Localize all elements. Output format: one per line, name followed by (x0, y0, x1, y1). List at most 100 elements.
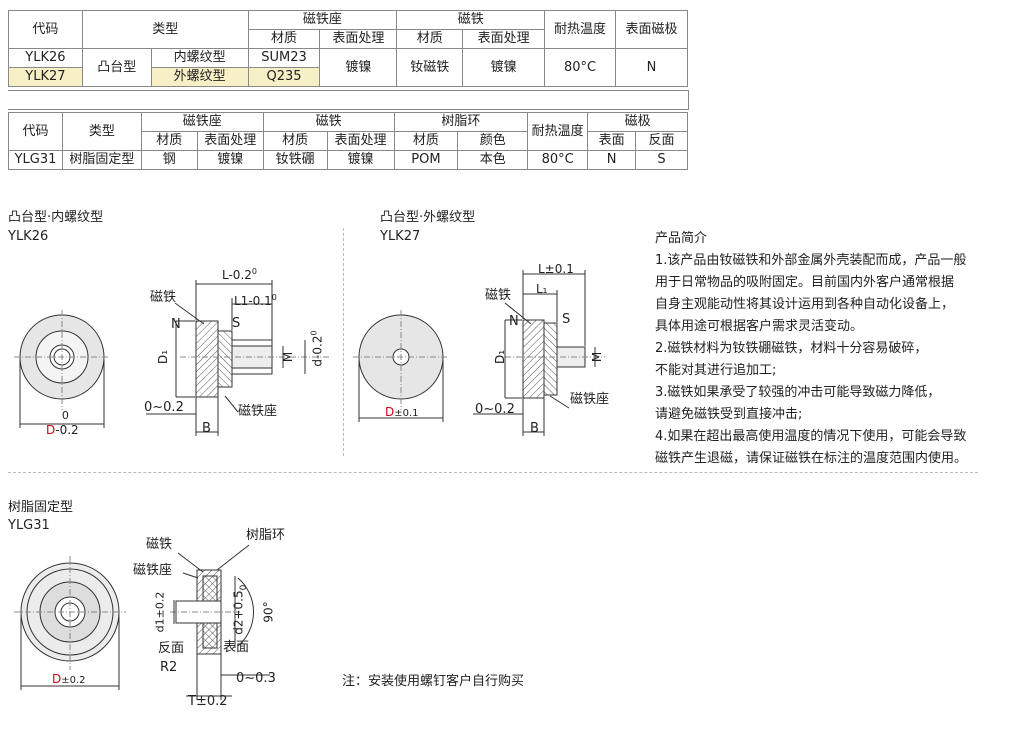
intro-line: 请避免磁铁受到直接冲击; (655, 407, 803, 422)
fig3-side-view (170, 544, 270, 700)
header-seat-material-2: 材质 (140, 131, 198, 151)
spec-table-magnet-seat: 代码 类型 磁铁座 磁铁 耐热温度 表面磁极 材质 表面处理 材质 表面处理 Y… (8, 10, 688, 87)
fig1-side-view (146, 280, 330, 436)
intro-heading: 产品简介 (655, 231, 708, 246)
intro-line: 不能对其进行追加工; (655, 363, 777, 378)
fig3-drawing (14, 544, 270, 700)
cell-temp-2: 80°C (527, 150, 589, 170)
cell-seat-surface-3: 镀镍 (196, 150, 264, 170)
header-magnet-surface-2: 表面处理 (326, 131, 395, 151)
cell-code-ylk26: YLK26 (8, 48, 83, 68)
header-temp: 耐热温度 (544, 10, 617, 49)
fig2-diameter-label: D±0.1 (385, 405, 419, 421)
fig3-title: 树脂固定型 (8, 500, 74, 515)
fig1-d-label: d-0.20 (308, 330, 325, 366)
fig3-back-label: 反面 (158, 641, 185, 656)
cell-sub-internal: 内螺纹型 (150, 48, 249, 68)
header-magnet-surface: 表面处理 (462, 29, 546, 49)
header-code: 代码 (8, 10, 83, 49)
fig3-magnet-label: 磁铁 (146, 537, 173, 552)
fig1-front-view (14, 310, 110, 428)
fig3-d1-label: d1±0.2 (153, 591, 167, 633)
fig1-seat-label: 磁铁座 (238, 404, 278, 419)
cell-type-2: 树脂固定型 (61, 150, 142, 170)
header-back: 反面 (635, 131, 688, 151)
cell-ring-color: 本色 (457, 150, 529, 170)
cell-front: N (587, 150, 637, 170)
fig2-b-label: B (530, 421, 539, 436)
fig1-diameter-label: 0 D-0.2 (46, 409, 79, 437)
header-ring: 树脂环 (393, 112, 529, 132)
fig1-l-text: L-0.2 (222, 268, 252, 282)
fig2-title: 凸台型·外螺纹型 (380, 210, 476, 225)
fig3-seat-label: 磁铁座 (133, 563, 173, 578)
header-type: 类型 (81, 10, 249, 49)
intro-line: 磁铁产生退磁，请保证磁铁在标注的温度范围内使用。 (655, 451, 968, 466)
cell-magnet-surface-3: 镀镍 (326, 150, 395, 170)
cell-pole: N (615, 48, 688, 87)
fig1-d1-label: D₁ (156, 349, 171, 365)
fig1-b-label: B (202, 421, 211, 436)
header-ring-color: 颜色 (457, 131, 529, 151)
fig2-l1-label: L₁ (536, 282, 548, 296)
fig2-code: YLK27 (380, 229, 421, 244)
fig2-gap-label: 0~0.2 (475, 402, 515, 417)
fig1-title: 凸台型·内螺纹型 (8, 210, 104, 225)
fig3-t-label: T±0.2 (188, 694, 228, 709)
fig1-diameter-sup: 0 (61, 409, 69, 422)
cell-code-ylg31: YLG31 (8, 150, 63, 170)
fig2-magnet-label: 磁铁 (485, 288, 512, 303)
fig1-diameter-tol: -0.2 (55, 423, 79, 437)
header-temp-2: 耐热温度 (527, 112, 589, 151)
fig3-d2-sub: 0 (238, 584, 249, 591)
cell-magnet-material-3: 钕铁硼 (262, 150, 328, 170)
fig1-magnet-label: 磁铁 (150, 290, 177, 305)
fig2-s-label: S (562, 312, 571, 327)
intro-line: 3.磁铁如果承受了较强的冲击可能导致磁力降低， (655, 385, 941, 400)
fig2-l-label: L±0.1 (538, 262, 574, 276)
fig3-gap-label: 0~0.3 (236, 671, 276, 686)
figure-divider-vertical (343, 228, 344, 456)
cell-seat-material-2: Q235 (247, 67, 321, 87)
header-pole-2: 磁极 (587, 112, 688, 132)
fig2-drawing (353, 270, 605, 436)
fig3-front-view (14, 556, 126, 690)
header-pole: 表面磁极 (615, 10, 688, 49)
fig3-d2-label: d2+0.50 (231, 585, 250, 635)
fig1-n-label: N (171, 317, 181, 332)
fig1-m-label: M (281, 351, 296, 363)
fig2-diameter-tol: ±0.1 (394, 408, 419, 419)
product-intro: 产品简介 1.该产品由钕磁铁和外部金属外壳装配而成，产品一般 用于日常物品的吸附… (655, 228, 1005, 470)
intro-line: 1.该产品由钕磁铁和外部金属外壳装配而成，产品一般 (655, 253, 967, 268)
fig1-l-label: L-0.20 (222, 265, 257, 282)
fig1-l1-label: L1-0.10 (234, 291, 277, 308)
fig2-diameter-d: D (385, 405, 395, 419)
header-magnet-material: 材质 (396, 29, 464, 49)
header-seat: 磁铁座 (247, 10, 398, 30)
fig2-front-view (353, 310, 449, 422)
header-seat-surface-2: 表面处理 (196, 131, 264, 151)
cell-magnet-material: 钕磁铁 (396, 48, 464, 87)
fig3-front-label: 表面 (223, 640, 250, 655)
cell-magnet-surface: 镀镍 (462, 48, 546, 87)
cell-sub-external: 外螺纹型 (150, 67, 249, 87)
header-ring-material: 材质 (393, 131, 459, 151)
header-type-2: 类型 (61, 112, 142, 151)
fig2-m-label: M (590, 351, 605, 363)
cell-type: 凸台型 (81, 48, 152, 87)
fig1-diameter-d: D (46, 423, 56, 437)
header-seat-surface: 表面处理 (319, 29, 398, 49)
fig1-gap-label: 0~0.2 (144, 400, 184, 415)
intro-line: 自身主观能动性将其设计运用到各种自动化设备上， (655, 297, 955, 312)
fig3-diameter-tol: ±0.2 (61, 675, 86, 686)
fig3-code: YLG31 (8, 518, 50, 533)
fig1-d-sup: 0 (309, 330, 319, 336)
fig3-r2-label: R2 (160, 660, 178, 675)
header-magnet-material-2: 材质 (262, 131, 328, 151)
intro-line: 4.如果在超出最高使用温度的情况下使用，可能会导致 (655, 429, 967, 444)
header-seat-2: 磁铁座 (140, 112, 264, 132)
fig1-l-sup: 0 (251, 267, 257, 276)
figure-divider-horizontal (8, 472, 978, 473)
intro-line: 具体用途可根据客户需求灵活变动。 (655, 319, 864, 334)
header-seat-material: 材质 (247, 29, 321, 49)
